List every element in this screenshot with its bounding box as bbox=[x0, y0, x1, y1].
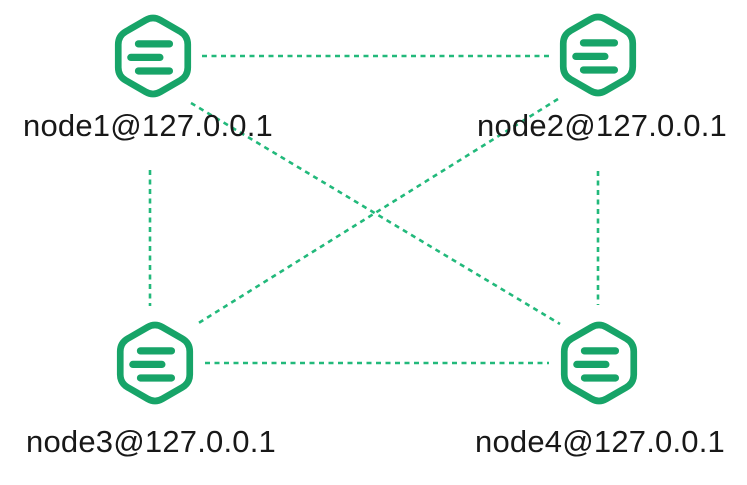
graph-node-node2[interactable] bbox=[556, 11, 640, 99]
hexagon-server-icon bbox=[113, 319, 197, 407]
node1-label: node1@127.0.0.1 bbox=[23, 108, 273, 143]
hexagon-server-icon bbox=[557, 319, 641, 407]
graph-node-node1[interactable] bbox=[111, 12, 195, 100]
graph-node-node4[interactable] bbox=[557, 319, 641, 407]
node3-label: node3@127.0.0.1 bbox=[26, 424, 276, 459]
hexagon-server-icon bbox=[111, 12, 195, 100]
node4-label: node4@127.0.0.1 bbox=[475, 424, 725, 459]
hexagon-server-icon bbox=[556, 11, 640, 99]
graph-node-node3[interactable] bbox=[113, 319, 197, 407]
node2-label: node2@127.0.0.1 bbox=[477, 108, 727, 143]
edge-node2-node3 bbox=[196, 97, 559, 326]
